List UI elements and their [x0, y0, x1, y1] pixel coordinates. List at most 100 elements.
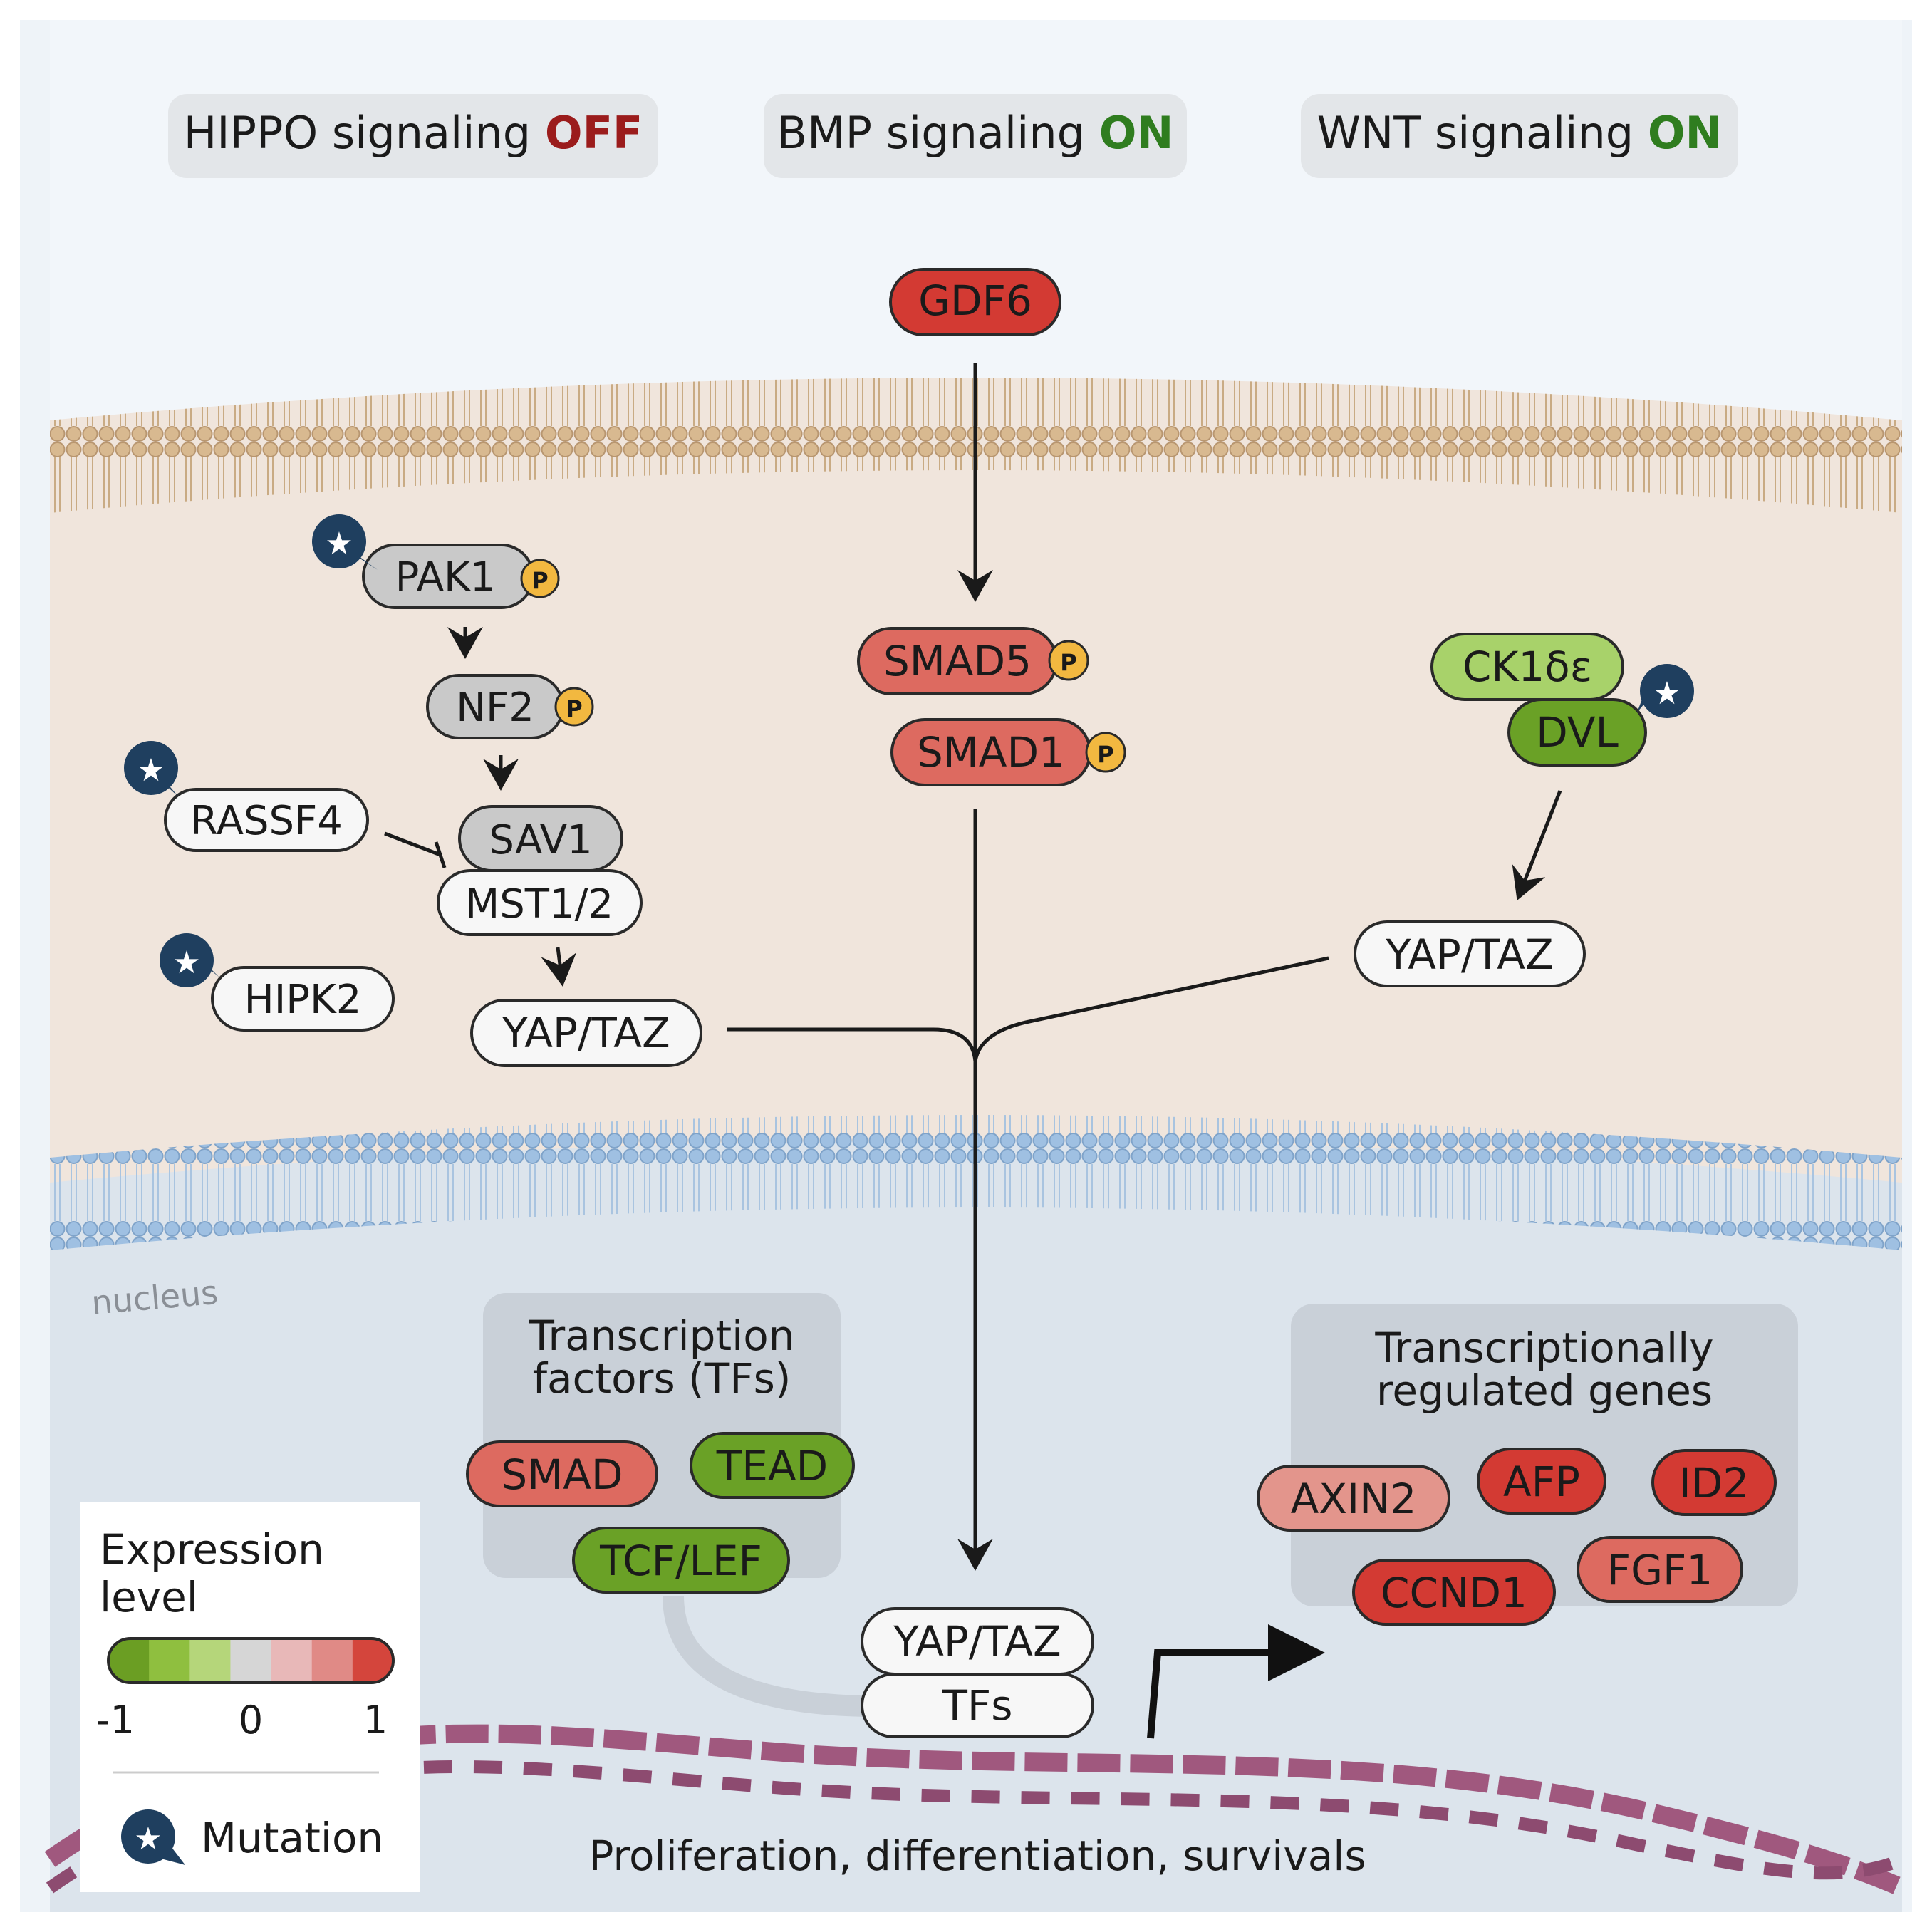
gene-label: AFP — [1503, 1458, 1580, 1506]
node-mst1-2: MST1/2 — [437, 869, 643, 936]
tf-tead: TEAD — [690, 1432, 855, 1499]
mutation-badge: ★ — [124, 741, 178, 796]
signal-state-off: OFF — [545, 107, 643, 159]
color-scale-segment — [149, 1638, 191, 1683]
tf-label: TEAD — [716, 1442, 828, 1490]
outcome-text: Proliferation, differentiation, survival… — [588, 1832, 1366, 1880]
signal-name: WNT signaling — [1317, 107, 1634, 159]
mutation-badge: ★ — [160, 933, 219, 987]
tf-label: SMAD — [501, 1450, 623, 1499]
node-label: GDF6 — [918, 276, 1032, 325]
signal-state-on: ON — [1099, 107, 1174, 159]
color-scale-segment — [311, 1638, 353, 1683]
phospho-badge — [520, 559, 560, 598]
color-scale-outline — [107, 1637, 395, 1684]
star-icon: ★ — [172, 945, 200, 981]
node-pak1: PAK1 P ★ — [312, 514, 560, 609]
gene-label: FGF1 — [1607, 1546, 1713, 1594]
node-label: CK1δε — [1463, 643, 1592, 691]
node-label: DVL — [1536, 708, 1619, 757]
node-sav1: SAV1 — [458, 805, 623, 872]
gene-afp: AFP — [1477, 1448, 1606, 1515]
line-yap-left-merge — [727, 1027, 977, 1062]
inhibit-rassf4-sav1 — [384, 831, 441, 857]
phospho-label: P — [1097, 741, 1113, 768]
tf-tcf-lef: TCF/LEF — [572, 1527, 790, 1594]
node-rassf4: RASSF4 ★ — [124, 741, 369, 852]
node-ck1-delta-epsilon: CK1δε — [1430, 633, 1624, 701]
node-yap-taz-cytoplasm-left: YAP/TAZ — [470, 999, 702, 1067]
node-yap-taz-cytoplasm-right: YAP/TAZ — [1354, 920, 1586, 987]
node-label: YAP/TAZ — [1385, 930, 1553, 979]
node-label: HIPK2 — [244, 977, 362, 1023]
mutation-badge-legend: ★ — [121, 1809, 185, 1865]
signal-name: BMP signaling — [777, 107, 1085, 159]
legend-tick-min: -1 — [96, 1698, 135, 1743]
legend-title: Expression — [100, 1525, 324, 1574]
legend-mutation-label: Mutation — [201, 1814, 383, 1862]
gene-axin2: AXIN2 — [1257, 1465, 1450, 1532]
transcription-arrow — [1147, 1624, 1325, 1739]
color-scale-segment — [271, 1638, 313, 1683]
node-dvl: DVL ★ — [1507, 664, 1694, 767]
svg-text:BMP signaling ON: BMP signaling ON — [777, 107, 1174, 159]
legend-tick-mid: 0 — [239, 1698, 263, 1743]
legend: Expression level -1 0 1 ★ Mutation — [80, 1502, 420, 1892]
node-label: TFs — [941, 1681, 1012, 1730]
genes-box-title: regulated genes — [1376, 1366, 1713, 1415]
expression-color-scale — [107, 1637, 395, 1684]
phospho-label: P — [1060, 649, 1076, 676]
line-yap-right-merge — [973, 956, 1329, 1062]
node-label: PAK1 — [395, 554, 496, 601]
signal-state-on: ON — [1648, 107, 1723, 159]
gene-label: AXIN2 — [1291, 1475, 1417, 1523]
node-smad1: SMAD1 P — [890, 718, 1126, 786]
signal-name: HIPPO signaling — [184, 107, 531, 159]
phospho-badge — [1085, 732, 1126, 773]
gene-id2: ID2 — [1651, 1449, 1777, 1516]
signal-label-hippo: HIPPO signaling OFF — [168, 94, 658, 178]
node-label: NF2 — [456, 685, 534, 731]
legend-tick-max: 1 — [363, 1698, 388, 1743]
tf-connector — [663, 1595, 866, 1717]
gene-fgf1: FGF1 — [1577, 1536, 1743, 1603]
mutation-badge: ★ — [1637, 664, 1694, 718]
node-tfs: TFs — [861, 1673, 1094, 1738]
arrow-dvl-to-yap — [1512, 790, 1562, 900]
star-icon: ★ — [134, 1821, 162, 1857]
node-label: SAV1 — [489, 817, 592, 863]
svg-text:HIPPO signaling OFF: HIPPO signaling OFF — [184, 107, 643, 159]
tf-box-title: factors (TFs) — [533, 1354, 791, 1403]
gene-ccnd1: CCND1 — [1352, 1559, 1556, 1626]
node-hipk2: HIPK2 ★ — [160, 933, 395, 1032]
star-icon: ★ — [1653, 675, 1681, 712]
color-scale-segment — [230, 1638, 272, 1683]
node-smad5: SMAD5 P — [857, 627, 1089, 695]
phospho-label: P — [566, 695, 582, 722]
arrow-mst-to-yap — [541, 947, 577, 987]
node-label: YAP/TAZ — [502, 1009, 670, 1057]
mutation-badge: ★ — [312, 514, 378, 570]
tf-label: TCF/LEF — [599, 1537, 762, 1585]
svg-text:WNT signaling ON: WNT signaling ON — [1317, 107, 1723, 159]
node-nf2: NF2 P — [426, 674, 594, 739]
legend-title: level — [100, 1573, 198, 1621]
signal-label-wnt: WNT signaling ON — [1301, 94, 1738, 178]
gene-label: CCND1 — [1381, 1569, 1527, 1617]
node-label: RASSF4 — [190, 798, 343, 844]
node-yap-taz-nucleus: YAP/TAZ — [861, 1607, 1094, 1676]
node-label: SMAD1 — [917, 728, 1065, 777]
node-gdf6: GDF6 — [889, 268, 1061, 336]
pathway-arrows — [384, 363, 1562, 1571]
tf-smad: SMAD — [466, 1440, 658, 1507]
inhibit-bar — [434, 841, 447, 868]
phospho-badge — [1048, 640, 1089, 681]
star-icon: ★ — [325, 526, 353, 562]
phospho-label: P — [531, 567, 548, 594]
node-label: YAP/TAZ — [893, 1617, 1061, 1666]
phospho-badge — [554, 687, 594, 727]
color-scale-segment — [189, 1638, 232, 1683]
tf-box-title: Transcription — [528, 1312, 794, 1360]
genes-box-title: Transcriptionally — [1374, 1324, 1713, 1372]
